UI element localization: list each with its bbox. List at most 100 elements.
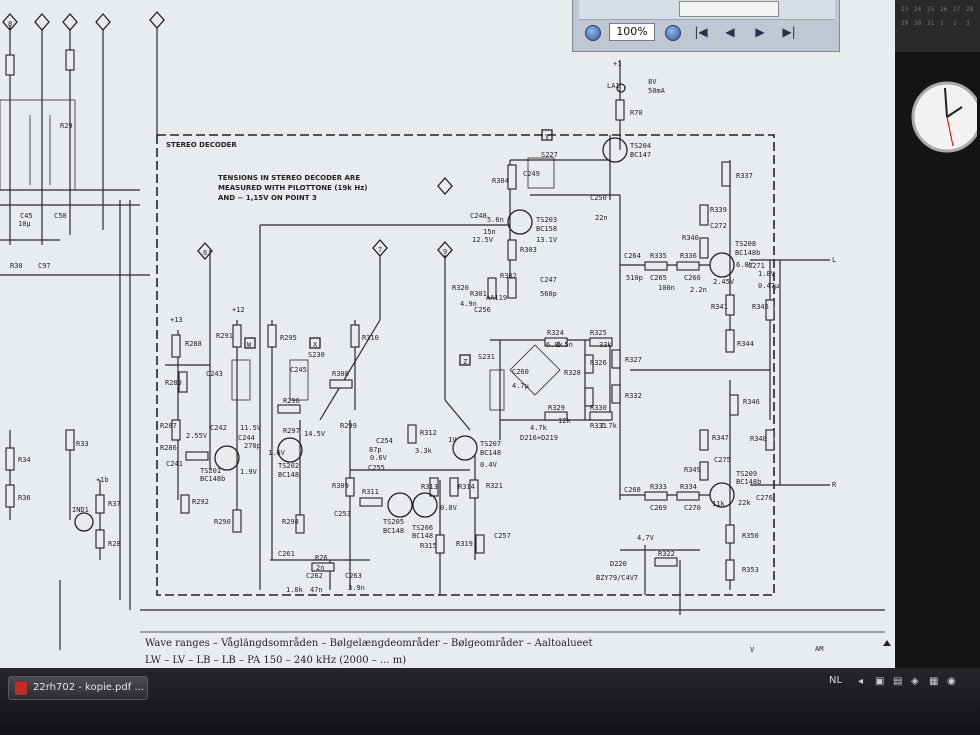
resistor-label: R324 <box>547 329 564 337</box>
tray-icon[interactable]: ◉ <box>947 676 956 687</box>
stereo-decoder-frame <box>156 134 775 596</box>
calendar-day[interactable]: 28 <box>966 6 974 13</box>
value-label: +1 <box>613 60 621 68</box>
value-label: S227 <box>541 151 558 159</box>
resistor-label: R299 <box>340 422 357 430</box>
value-label: 22n <box>595 214 608 222</box>
calendar-day[interactable]: 23 <box>901 6 909 13</box>
prev-page-icon[interactable]: ◀ <box>725 25 735 39</box>
back-icon[interactable] <box>585 25 601 41</box>
clock-gadget[interactable] <box>907 72 977 162</box>
resistor-label: R331 <box>590 422 607 430</box>
resistor-label: R328 <box>564 369 581 377</box>
wave-ranges-caption: Wave ranges – Våglängdsområden – Bølgelæ… <box>145 637 593 649</box>
value-label: 12k <box>558 417 571 425</box>
calendar-day[interactable]: 31 <box>927 20 935 27</box>
value-label: 270p <box>244 442 261 450</box>
capacitor-label: C244 <box>238 434 255 442</box>
capacitor-label: C264 <box>624 252 641 260</box>
resistor-label: R321 <box>486 482 503 490</box>
ts208-ref: TS208 <box>735 240 756 248</box>
capacitor-label: C250 <box>590 194 607 202</box>
node-6: 6 <box>203 249 207 257</box>
tray-arrow-icon[interactable]: ◂ <box>858 676 864 687</box>
capacitor-labels: C248C247C249C250C256C245C243C244C242C241… <box>20 170 773 580</box>
capacitor-label: C270 <box>684 504 701 512</box>
value-label: +12 <box>232 306 245 314</box>
capacitor-label: C253 <box>334 510 351 518</box>
value-label: 0.6V <box>370 454 388 462</box>
calendar-day[interactable]: 1 <box>940 20 944 27</box>
capacitor-label: C269 <box>650 504 667 512</box>
v-label: V <box>750 646 755 654</box>
lamp-current: 50mA <box>648 87 666 95</box>
thumbnail-strip <box>579 0 835 20</box>
calendar-day[interactable]: 30 <box>914 20 922 27</box>
page-thumbnail[interactable] <box>679 1 779 17</box>
taskbar-pdf-button[interactable]: 22rh702 - kopie.pdf ... <box>8 676 148 700</box>
network-icon[interactable]: ▣ <box>875 676 885 687</box>
schematic-drawing: STEREO DECODER TENSIONS IN STEREO DECODE… <box>0 11 891 666</box>
value-label: 1.8k <box>286 586 304 594</box>
value-label: 12.5V <box>472 236 494 244</box>
resistor-label: R30 <box>10 262 23 270</box>
capacitor-label: C97 <box>38 262 51 270</box>
value-label: 6.8k <box>546 341 564 349</box>
resistor-label: R325 <box>590 329 607 337</box>
resistor-label: R36 <box>18 494 31 502</box>
capacitor-label: C276 <box>756 494 773 502</box>
tray-icon[interactable]: ▦ <box>929 676 939 687</box>
first-page-icon[interactable]: |◀ <box>694 25 708 39</box>
ts202-ref: TS202 <box>278 462 299 470</box>
last-page-icon[interactable]: ▶| <box>782 25 796 39</box>
language-indicator[interactable]: NL <box>829 675 843 686</box>
resistor-label: R289 <box>165 379 182 387</box>
resistor-label: R303 <box>520 246 537 254</box>
power-icon[interactable]: ▤ <box>893 676 903 687</box>
note-line-3: AND − 1,15V ON POINT 3 <box>218 194 317 202</box>
resistor-label: R302 <box>500 272 517 280</box>
wave-ranges-subcaption: LW – LV – LB – LB – PA 150 – 240 kHz (20… <box>145 655 406 666</box>
value-label: 1.6V <box>268 449 286 457</box>
resistor-label: R288 <box>185 340 202 348</box>
calendar-day[interactable]: 3 <box>966 20 970 27</box>
capacitor-label: C257 <box>494 532 511 540</box>
resistor-label: R308 <box>332 370 349 378</box>
next-page-icon[interactable]: ▶ <box>755 25 765 39</box>
resistor-label: R326 <box>590 359 607 367</box>
value-label: 15n <box>483 228 496 236</box>
calendar-day[interactable]: 29 <box>901 20 909 27</box>
ts205-type: BC148 <box>383 527 404 535</box>
forward-icon[interactable] <box>665 25 681 41</box>
calendar-day[interactable]: 26 <box>940 6 948 13</box>
resistor-label: R33 <box>76 440 89 448</box>
lamp-label: LA1 <box>607 82 620 90</box>
capacitor-label: C268 <box>624 486 641 494</box>
capacitor-label: C272 <box>710 222 727 230</box>
resistor-label: R348 <box>750 435 767 443</box>
ts201-type: BC148b <box>200 475 225 483</box>
ts203-type: BC158 <box>536 225 557 233</box>
resistor-label: R291 <box>216 332 233 340</box>
capacitor-label: C241 <box>166 460 183 468</box>
calendar-day[interactable]: 25 <box>927 6 935 13</box>
resistor-label: R37 <box>108 500 121 508</box>
value-label: 33k <box>599 341 612 349</box>
capacitor-label: C254 <box>376 437 393 445</box>
resistor-label: R304 <box>492 177 509 185</box>
volume-icon[interactable]: ◈ <box>911 676 919 687</box>
calendar-day[interactable]: 2 <box>953 20 957 27</box>
resistor-label: R297 <box>283 427 300 435</box>
note-line-1: TENSIONS IN STEREO DECODER ARE <box>218 174 360 182</box>
calendar-day[interactable]: 24 <box>914 6 922 13</box>
taskbar: 22rh702 - kopie.pdf ... NL ◂ ▣ ▤ ◈ ▦ ◉ <box>0 668 980 735</box>
value-label: 3.3k <box>415 447 433 455</box>
value-label: 5.6n <box>487 216 504 224</box>
resistor-label: R313 <box>421 483 438 491</box>
calendar-day[interactable]: 27 <box>953 6 961 13</box>
capacitor-label: C271 <box>748 262 765 270</box>
resistor-label: R310 <box>362 334 379 342</box>
zoom-level[interactable]: 100% <box>609 23 655 41</box>
value-label: 14.5V <box>304 430 326 438</box>
